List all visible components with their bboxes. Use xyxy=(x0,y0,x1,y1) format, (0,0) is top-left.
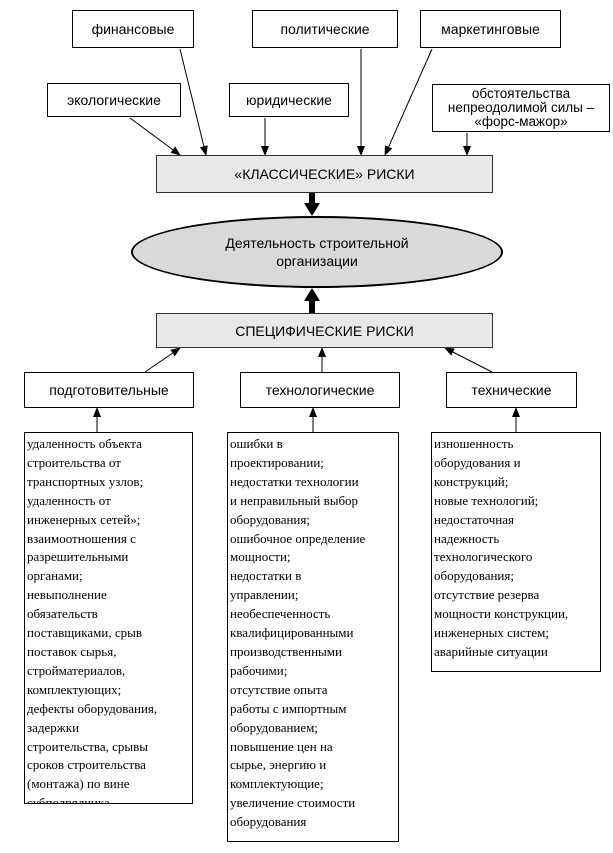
detail-line: проектировании; xyxy=(230,454,324,470)
detail-line: сроков строительства xyxy=(27,757,146,773)
center-line-2: организации xyxy=(276,253,358,269)
detail-line: разрешительными xyxy=(27,549,129,565)
detail-line: органами; xyxy=(27,568,83,584)
detail-line: субподрядчика xyxy=(27,795,110,804)
detail-line: оборудования и xyxy=(434,454,521,470)
detail-line: надежность xyxy=(434,530,500,546)
detail-line: оборудования xyxy=(230,814,307,830)
detail-line: невыполнение xyxy=(27,587,107,603)
detail-line: оборудования; xyxy=(434,568,514,584)
detail-line: отсутствие резерва xyxy=(434,587,540,603)
detail-line: необеспеченность xyxy=(230,606,331,622)
detail-line: дефекты оборудования, xyxy=(27,700,158,716)
detail-line: и неправильный выбор xyxy=(230,492,359,508)
detail-line: мощности конструкции, xyxy=(434,606,569,622)
detail-line: оборудованием; xyxy=(230,719,318,735)
factor-financial: финансовые xyxy=(72,10,194,48)
classic-risks-box: «КЛАССИЧЕСКИЕ» РИСКИ xyxy=(156,155,493,193)
detail-line: ошибки в xyxy=(230,436,283,451)
detail-line: повышение цен на xyxy=(230,738,333,754)
arrow-ecological xyxy=(129,117,181,156)
detail-line: квалифицированными xyxy=(230,625,354,641)
detail-line: комплектующие; xyxy=(230,776,324,792)
detail-line: строительства, срывы xyxy=(27,738,148,754)
category-preparatory: подготовительные xyxy=(24,372,194,408)
detail-line: недостаточная xyxy=(434,511,514,527)
category-technological: технологические xyxy=(240,372,400,408)
detail-line: задержки xyxy=(27,719,80,735)
detail-line: инженерных сетей»; xyxy=(27,511,141,527)
detail-line: поставщиками, срыв xyxy=(27,625,142,641)
thick-arrow-up-shaft xyxy=(309,300,315,314)
arrow-preparatory xyxy=(144,347,181,373)
factor-ecological: экологические xyxy=(47,83,181,117)
details-preparatory: удаленность объекта строительства от тра… xyxy=(24,432,193,804)
detail-line: отсутствие опыта xyxy=(230,681,328,697)
detail-line: поставок сырья, xyxy=(27,643,117,659)
thick-arrow-down-head xyxy=(304,203,320,216)
factor-marketing: маркетинговые xyxy=(420,10,561,48)
detail-line: изношенность xyxy=(434,436,514,451)
specific-risks-box: СПЕЦИФИЧЕСКИЕ РИСКИ xyxy=(156,313,493,348)
details-technical: изношенность оборудования и конструкций;… xyxy=(431,432,601,672)
detail-line: недостатки технологии xyxy=(230,473,359,489)
detail-line: строительства от xyxy=(27,454,121,470)
detail-line: работы с импортным xyxy=(230,700,347,716)
detail-line: мощности; xyxy=(230,549,291,565)
detail-line: комплектующих; xyxy=(27,681,122,697)
force-majeure-line-3: «форс-мажор» xyxy=(474,114,568,129)
detail-line: инженерных систем; xyxy=(434,625,549,641)
detail-line: транспортных узлов; xyxy=(27,473,144,489)
construction-organization-ellipse: Деятельность строительной организации xyxy=(131,216,503,288)
category-technical: технические xyxy=(446,372,577,408)
center-line-1: Деятельность строительной xyxy=(225,235,409,251)
detail-line: стройматериалов, xyxy=(27,662,126,678)
arrow-financial xyxy=(179,48,208,156)
thick-arrow-up-head xyxy=(304,288,320,301)
thick-arrow-down-shaft xyxy=(309,193,315,204)
factor-political: политические xyxy=(252,10,398,48)
detail-line: (монтажа) по вине xyxy=(27,776,130,792)
detail-line: конструкций; xyxy=(434,473,509,489)
detail-line: ошибочное определение xyxy=(230,530,366,546)
detail-line: производственными xyxy=(230,643,342,659)
detail-line: управлении; xyxy=(230,587,299,603)
factor-legal: юридические xyxy=(229,83,349,117)
detail-line: рабочими; xyxy=(230,662,288,678)
arrow-technical xyxy=(444,347,493,373)
detail-line: взаимоотношения с xyxy=(27,530,136,546)
detail-line: оборудования; xyxy=(230,511,310,527)
detail-line: недостатки в xyxy=(230,568,302,584)
detail-line: аварийные ситуации xyxy=(434,643,548,659)
detail-line: обязательств xyxy=(27,606,98,622)
detail-line: удаленность от xyxy=(27,492,111,508)
force-majeure-line-1: обстоятельства xyxy=(471,86,571,101)
detail-line: увеличение стоимости xyxy=(230,795,356,811)
force-majeure-line-2: непреодолимой силы – xyxy=(447,100,595,115)
detail-line: удаленность объекта xyxy=(27,436,142,451)
detail-line: новые технологий; xyxy=(434,492,539,508)
factor-force-majeure: обстоятельства непреодолимой силы – «фор… xyxy=(432,84,610,132)
details-technological: ошибки в проектировании; недостатки техн… xyxy=(227,432,399,842)
detail-line: технологического xyxy=(434,549,533,565)
detail-line: сырье, энергию и xyxy=(230,757,327,773)
arrow-marketing xyxy=(384,48,433,156)
